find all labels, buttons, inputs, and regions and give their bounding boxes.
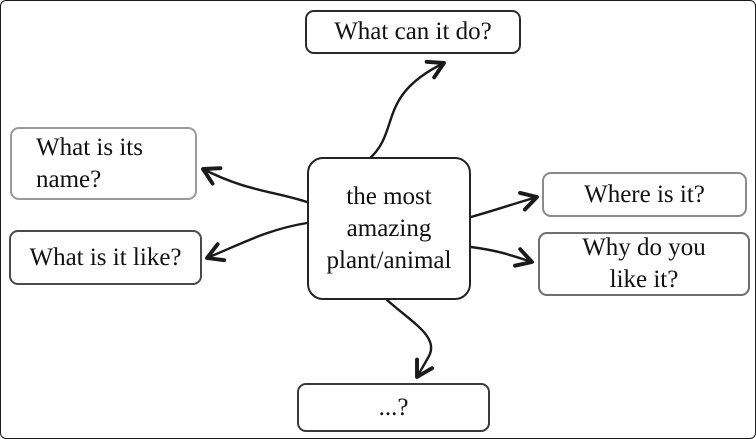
node-label: Why do you like it? xyxy=(582,234,706,293)
node-what-is-its-name: What is its name? xyxy=(10,127,197,200)
node-label: ...? xyxy=(378,393,409,421)
arrow-center-to-right-upper xyxy=(469,190,539,219)
arrow-center-to-right-lower xyxy=(469,245,534,268)
node-where-is-it: Where is it? xyxy=(542,172,747,217)
arrow-center-to-top xyxy=(367,59,446,161)
node-label: What can it do? xyxy=(334,18,492,45)
arrow-center-to-bottom xyxy=(385,298,434,379)
node-center-topic: the most amazing plant/animal xyxy=(307,157,471,300)
node-label: What is its name? xyxy=(36,133,143,193)
node-what-is-it-like: What is it like? xyxy=(9,230,202,285)
node-why-do-you-like-it: Why do you like it? xyxy=(538,232,750,296)
arrow-center-to-left-upper xyxy=(201,166,309,204)
node-label: the most amazing plant/animal xyxy=(326,182,452,274)
node-ellipsis-question: ...? xyxy=(297,383,490,432)
node-what-can-it-do: What can it do? xyxy=(305,10,521,54)
node-label: What is it like? xyxy=(29,243,182,271)
arrow-center-to-left-lower xyxy=(205,221,309,263)
node-label: Where is it? xyxy=(584,180,705,208)
